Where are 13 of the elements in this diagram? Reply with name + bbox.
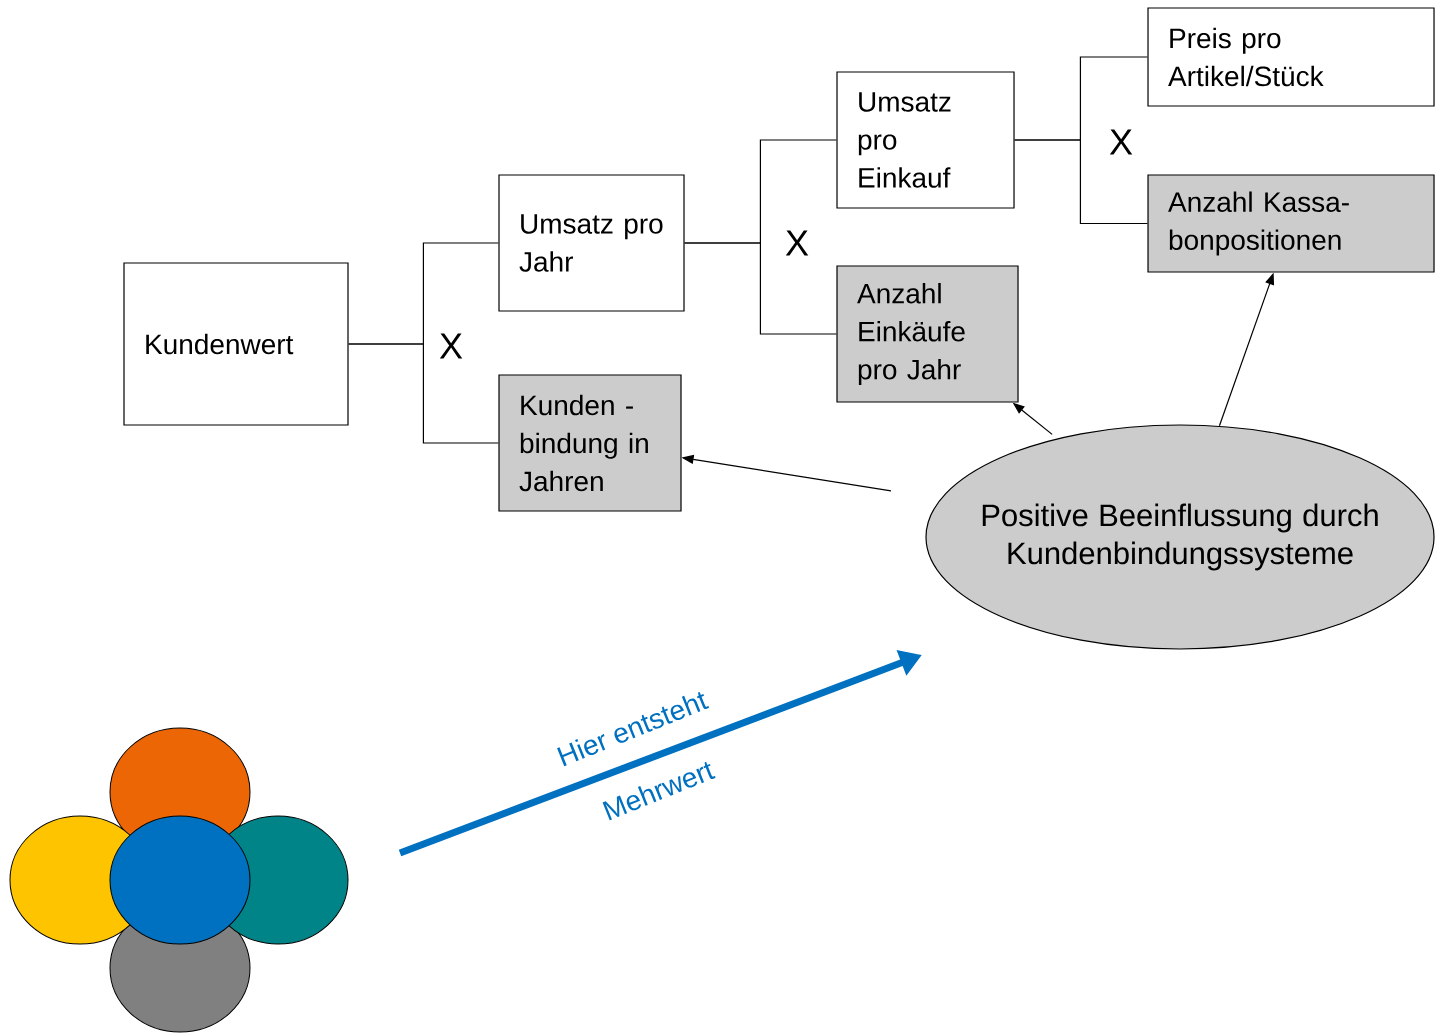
- shaded-box: Anzahl Kassa- bonpositionen: [1147, 174, 1435, 273]
- box: Umsatz pro Jahr: [498, 174, 685, 312]
- box: Umsatz pro Einkauf: [836, 71, 1015, 209]
- bracket-line: [1014, 139, 1148, 225]
- bracket-line: [348, 343, 499, 444]
- multiply-sign: X: [785, 230, 809, 256]
- multiply-sign: X: [439, 333, 463, 359]
- box: Kundenwert: [123, 262, 349, 426]
- shaded-box: Kunden - bindung in Jahren: [498, 374, 682, 512]
- shaded-box: Anzahl Einkäufe pro Jahr: [836, 265, 1019, 403]
- bracket-line: [684, 242, 837, 335]
- multiply-sign: X: [1109, 129, 1133, 155]
- box: Preis pro Artikel/Stück: [1147, 7, 1435, 107]
